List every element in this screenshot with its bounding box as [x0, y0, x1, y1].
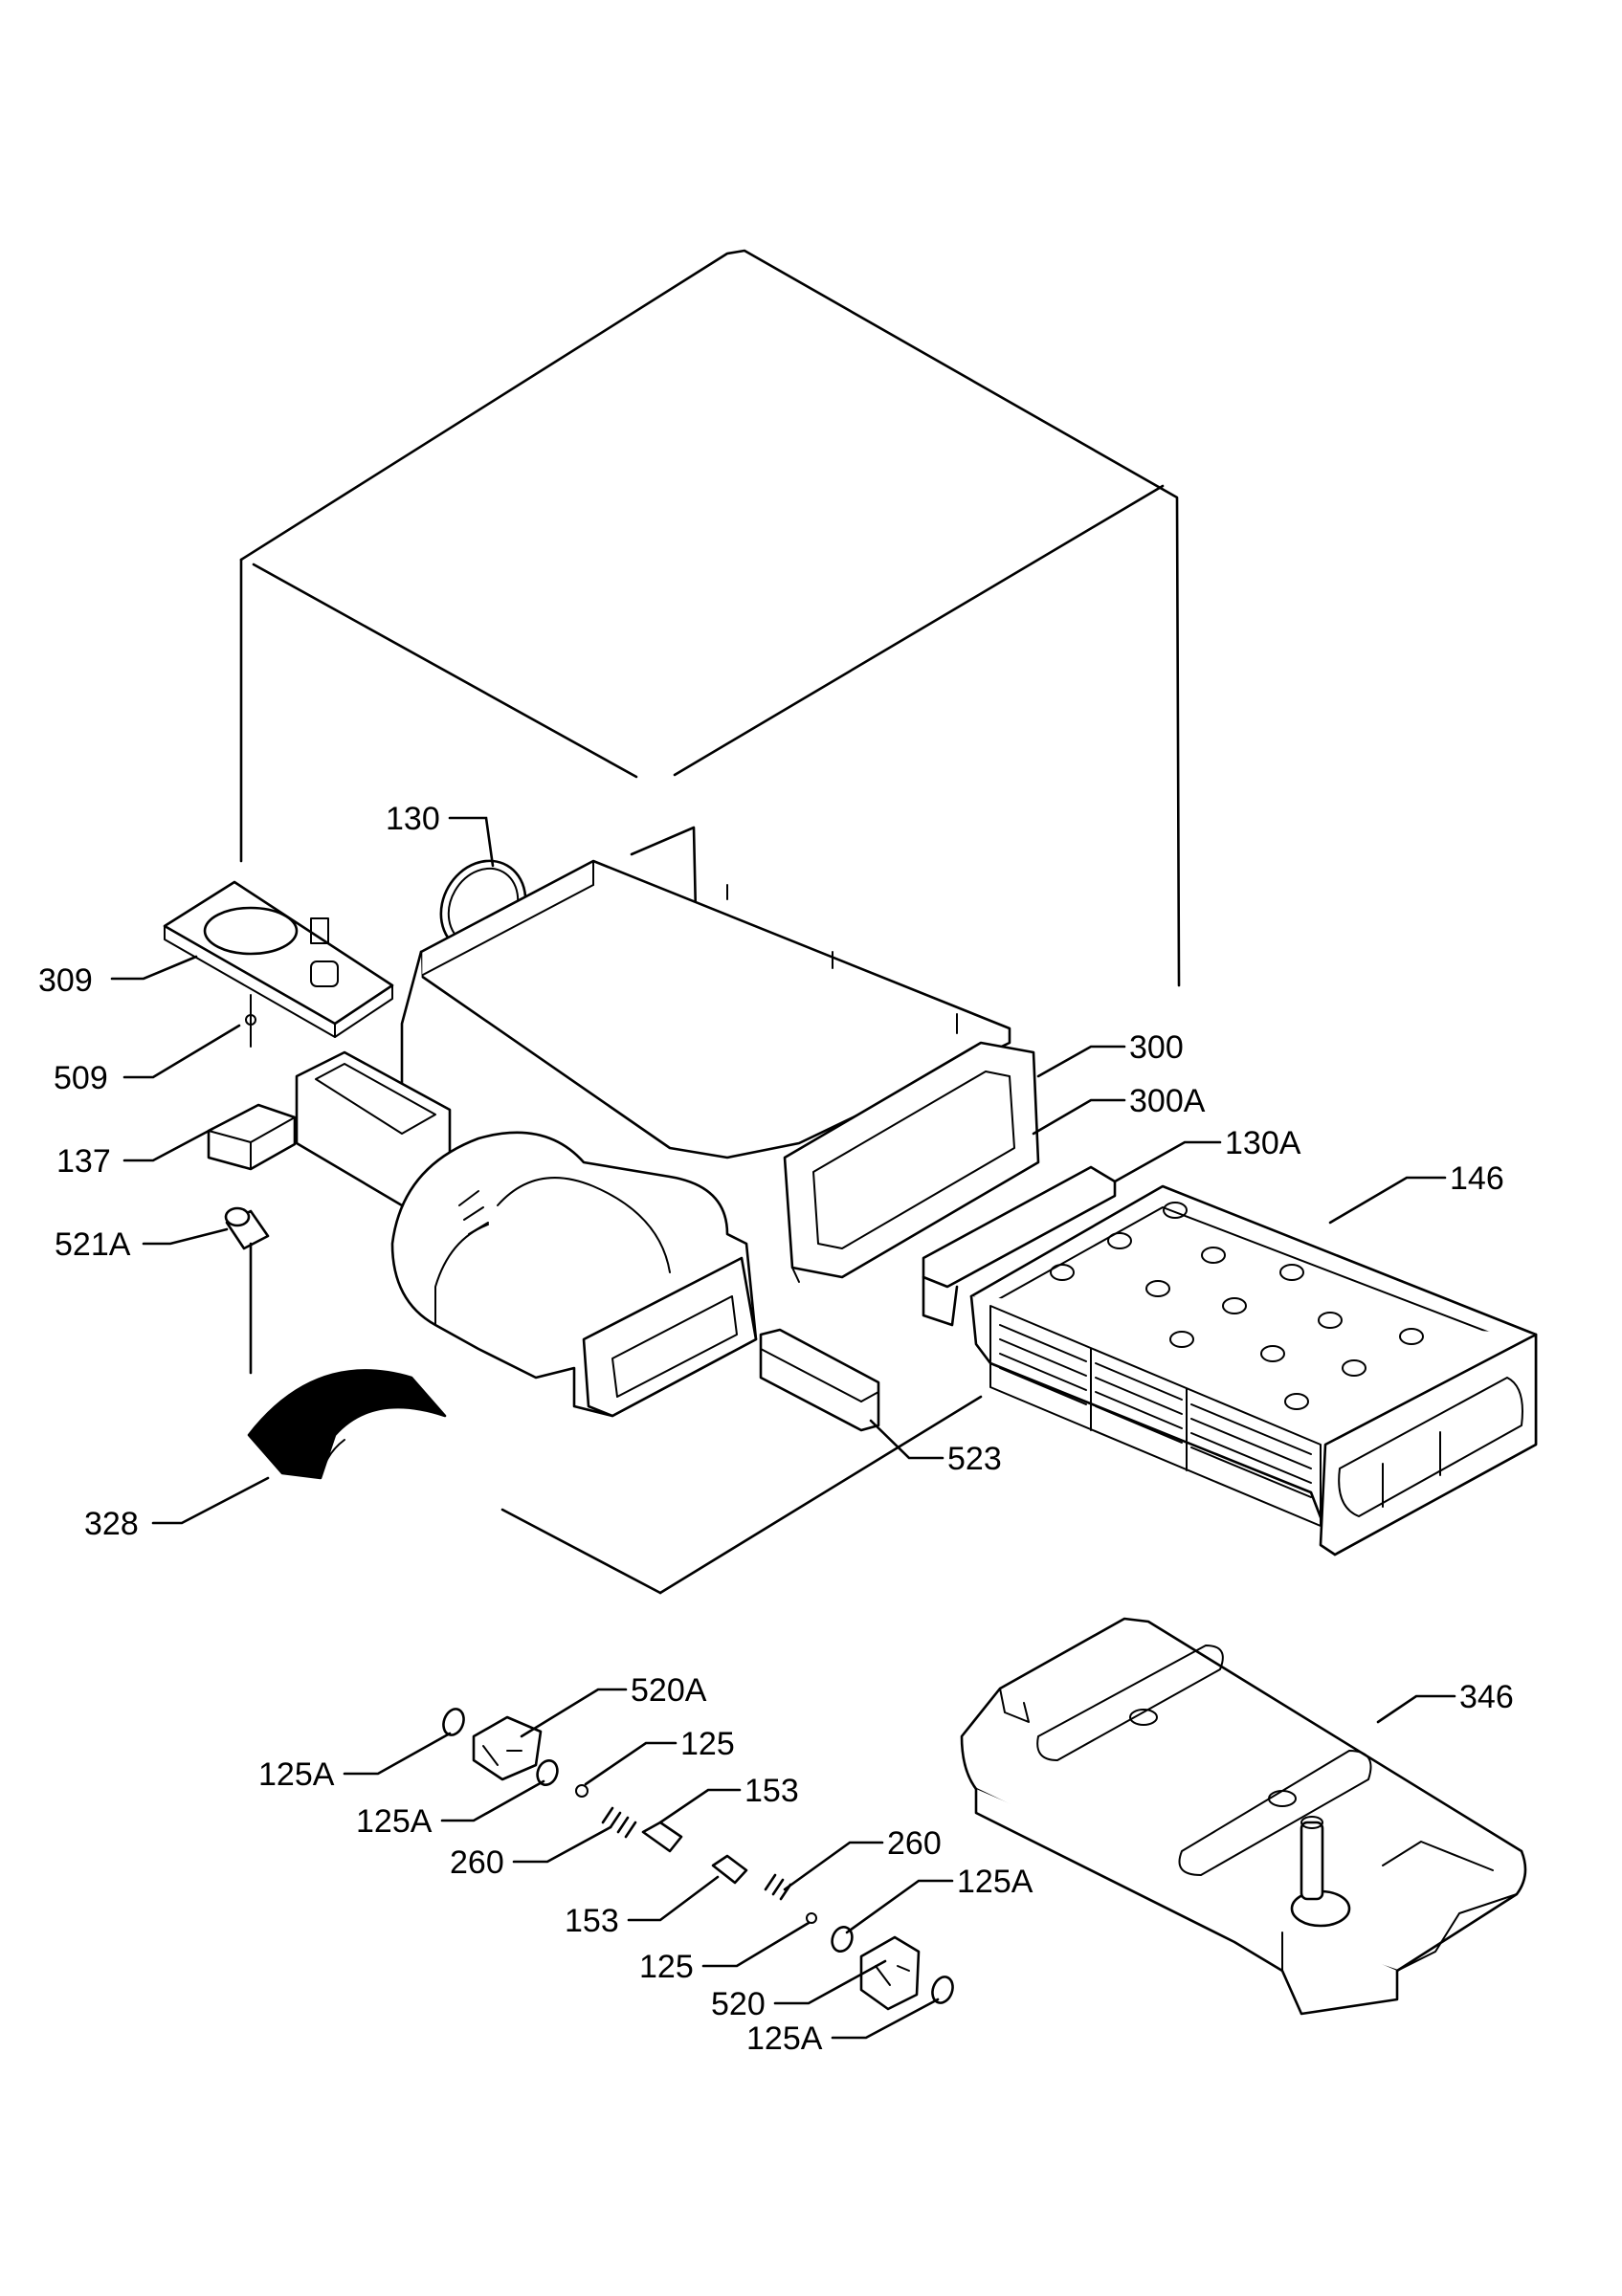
- callout-125a-2: 125A: [356, 1803, 433, 1840]
- callout-153-1: 153: [744, 1773, 799, 1809]
- part-346-water-tank: [960, 1617, 1527, 2016]
- callout-137: 137: [56, 1143, 111, 1180]
- callout-130a: 130A: [1225, 1125, 1301, 1161]
- callout-520a: 520A: [631, 1672, 707, 1709]
- callout-300: 300: [1129, 1029, 1184, 1066]
- callout-520: 520: [711, 1986, 766, 2022]
- part-309-bracket: [163, 880, 394, 1038]
- callout-130: 130: [386, 801, 440, 837]
- callout-125-2: 125: [639, 1949, 694, 1985]
- callout-309: 309: [38, 962, 93, 999]
- callout-labels: 130 309 509 137 521A 328 300 300A 130A 1…: [38, 801, 1514, 2057]
- callout-125a-4: 125A: [746, 2020, 823, 2057]
- callout-260-2: 260: [887, 1825, 942, 1862]
- part-137-block: [207, 1103, 297, 1171]
- callout-125a-3: 125A: [957, 1864, 1033, 1900]
- callout-300a: 300A: [1129, 1083, 1206, 1119]
- part-328-foam: [247, 1369, 447, 1480]
- leader-lines: [110, 816, 1456, 2040]
- part-521a-cylinder: [224, 1206, 270, 1375]
- part-509-screw: [245, 994, 256, 1048]
- callout-328: 328: [84, 1506, 139, 1542]
- valve-assembly: [442, 1708, 954, 2011]
- front-vents: [999, 1324, 1312, 1498]
- callout-509: 509: [54, 1060, 108, 1096]
- callout-146: 146: [1450, 1160, 1504, 1197]
- part-130a-gasket: [922, 1165, 1117, 1327]
- part-523-strip: [759, 1328, 880, 1432]
- part-146-condenser: [969, 1184, 1538, 1556]
- callout-260-1: 260: [450, 1844, 504, 1881]
- callout-523: 523: [947, 1441, 1002, 1477]
- main-duct-housing: [295, 826, 1040, 1418]
- callout-125-1: 125: [680, 1726, 735, 1762]
- cabinet-outline: [239, 249, 1181, 1595]
- callout-521a: 521A: [55, 1226, 131, 1263]
- callout-153-2: 153: [565, 1903, 619, 1939]
- callout-346: 346: [1459, 1679, 1514, 1715]
- callout-125a-1: 125A: [258, 1756, 335, 1793]
